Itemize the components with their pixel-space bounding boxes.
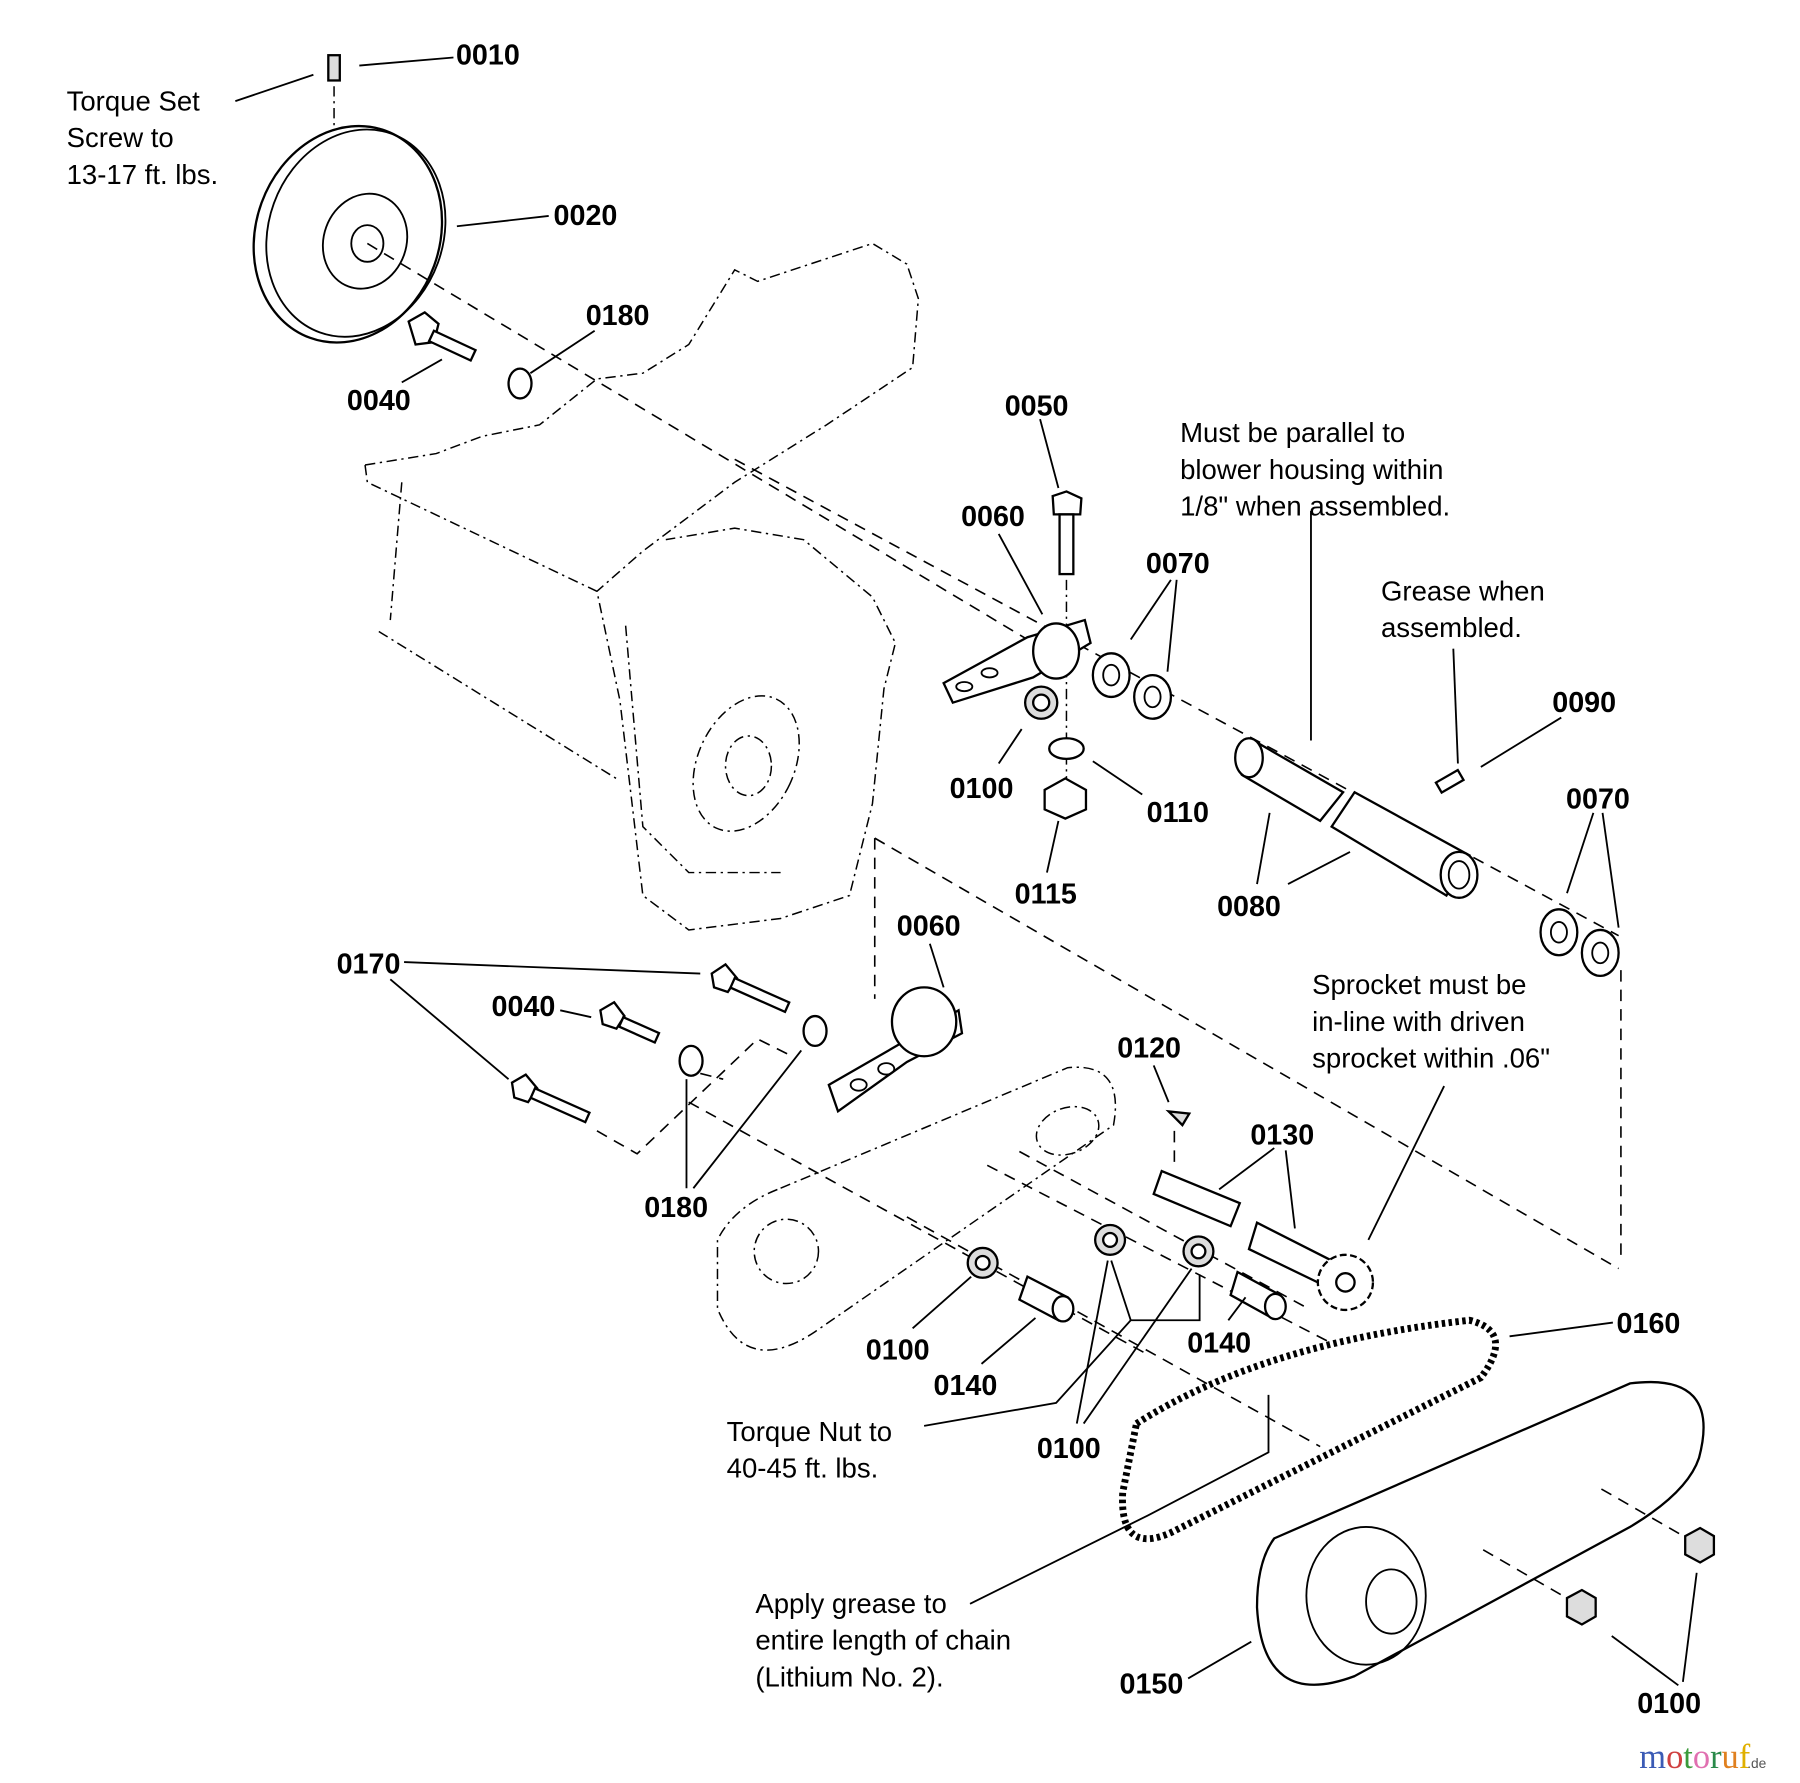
blower-housing [364,242,920,931]
bolt-0040-lower [599,1000,661,1045]
part-label: 0070 [1146,548,1210,580]
spacer-0140-left [1017,1275,1075,1323]
part-label: 0020 [554,200,618,232]
note-torque-screw: Torque Set Screw to 13-17 ft. lbs. [67,85,219,189]
motoruf-watermark: motoruf .de [1639,1738,1766,1776]
note-line: assembled. [1381,612,1522,643]
note-line: in-line with driven [1312,1006,1525,1037]
part-label: 0040 [492,991,556,1023]
note-line: Must be parallel to [1180,417,1405,448]
part-label: 0010 [456,39,520,71]
watermark-letter: m [1639,1738,1666,1776]
nut-0100-plate-2 [1094,1223,1127,1256]
note-line: 1/8" when assembled. [1180,491,1450,522]
nut-0100-plate-1 [966,1246,999,1279]
watermark-logo: motoruf [1639,1738,1750,1776]
note-line: sprocket within .06" [1312,1043,1550,1074]
note-line: Apply grease to [755,1588,946,1619]
part-number-labels: 0010 0020 0180 0040 0050 0060 0070 0100 … [337,39,1701,1719]
key-0120 [1165,1109,1192,1127]
bolt-0170-lower [510,1073,591,1124]
note-line: Grease when [1381,575,1545,606]
part-label: 0180 [586,300,650,332]
part-label: 0130 [1250,1120,1314,1152]
watermark-suffix: .de [1747,1756,1766,1771]
part-label: 0040 [347,385,411,417]
leader-lines [235,56,1698,1687]
bolt-0170-upper [710,962,791,1014]
watermark-letter: r [1710,1738,1722,1776]
washer-0110 [1048,737,1085,761]
watermark-letter: u [1722,1738,1739,1776]
bracket-0060-top [942,618,1092,705]
part-label: 0140 [1187,1327,1251,1359]
note-line: 40-45 ft. lbs. [727,1453,879,1484]
chain-0160 [1119,1316,1499,1543]
part-label: 0090 [1552,687,1616,719]
shaft-0130 [1152,1169,1334,1286]
note-chain-grease: Apply grease to entire length of chain (… [755,1588,1011,1692]
pulley-0020 [252,124,447,344]
part-label: 0140 [934,1370,998,1402]
part-label: 0100 [866,1334,930,1366]
nut-0100-guard-1 [1565,1588,1597,1626]
chain-guard-0150 [1255,1381,1705,1686]
note-line: Torque Nut to [727,1416,892,1447]
note-line: Sprocket must be [1312,969,1526,1000]
part-label: 0100 [950,773,1014,805]
watermark-letter: f [1739,1738,1751,1776]
sprocket [1316,1253,1375,1312]
part-label: 0080 [1217,891,1281,923]
note-line: Torque Set [67,85,201,116]
washer-0180-lower [678,1044,704,1077]
nut-0100-plate-3 [1182,1235,1215,1268]
note-grease: Grease when assembled. [1381,575,1545,643]
bracket-0060-lower [827,986,964,1114]
nut-0100-guard-2 [1684,1526,1716,1564]
washers-0070-right [1539,908,1620,978]
note-line: (Lithium No. 2). [755,1661,943,1692]
note-line: Screw to [67,122,174,153]
set-screw-0010 [327,54,341,127]
part-label: 0120 [1117,1032,1181,1064]
washer-0180-mid [802,1014,828,1048]
tubes-0080 [1234,737,1479,899]
note-line: entire length of chain [755,1625,1011,1656]
note-sprocket: Sprocket must be in-line with driven spr… [1312,969,1550,1073]
bolt-0040-top [407,310,478,363]
part-label: 0160 [1617,1308,1681,1340]
part-label: 0100 [1037,1433,1101,1465]
note-line: 13-17 ft. lbs. [67,159,219,190]
part-label: 0070 [1566,783,1630,815]
washers-0070-top [1091,652,1173,720]
watermark-letter: o [1666,1738,1683,1776]
part-label: 0170 [337,949,401,981]
nut-0100-top [1023,685,1059,720]
nut-0115 [1043,777,1088,820]
part-label: 0100 [1637,1688,1701,1720]
part-label: 0180 [644,1192,708,1224]
washer-0180-top [507,367,533,400]
part-label: 0150 [1119,1668,1183,1700]
note-parallel: Must be parallel to blower housing withi… [1180,417,1450,521]
part-label: 0110 [1147,797,1209,829]
watermark-letter: o [1693,1738,1710,1776]
part-label: 0115 [1015,879,1077,911]
bolt-0050 [1051,490,1083,781]
spacer-0140-right [1229,1270,1287,1321]
note-line: blower housing within [1180,454,1443,485]
grease-fitting-0090 [1434,768,1466,795]
watermark-letter: t [1683,1738,1693,1776]
part-label: 0060 [897,911,961,943]
part-label: 0060 [961,501,1025,533]
part-label: 0050 [1005,391,1069,423]
note-torque-nut: Torque Nut to 40-45 ft. lbs. [727,1416,892,1484]
